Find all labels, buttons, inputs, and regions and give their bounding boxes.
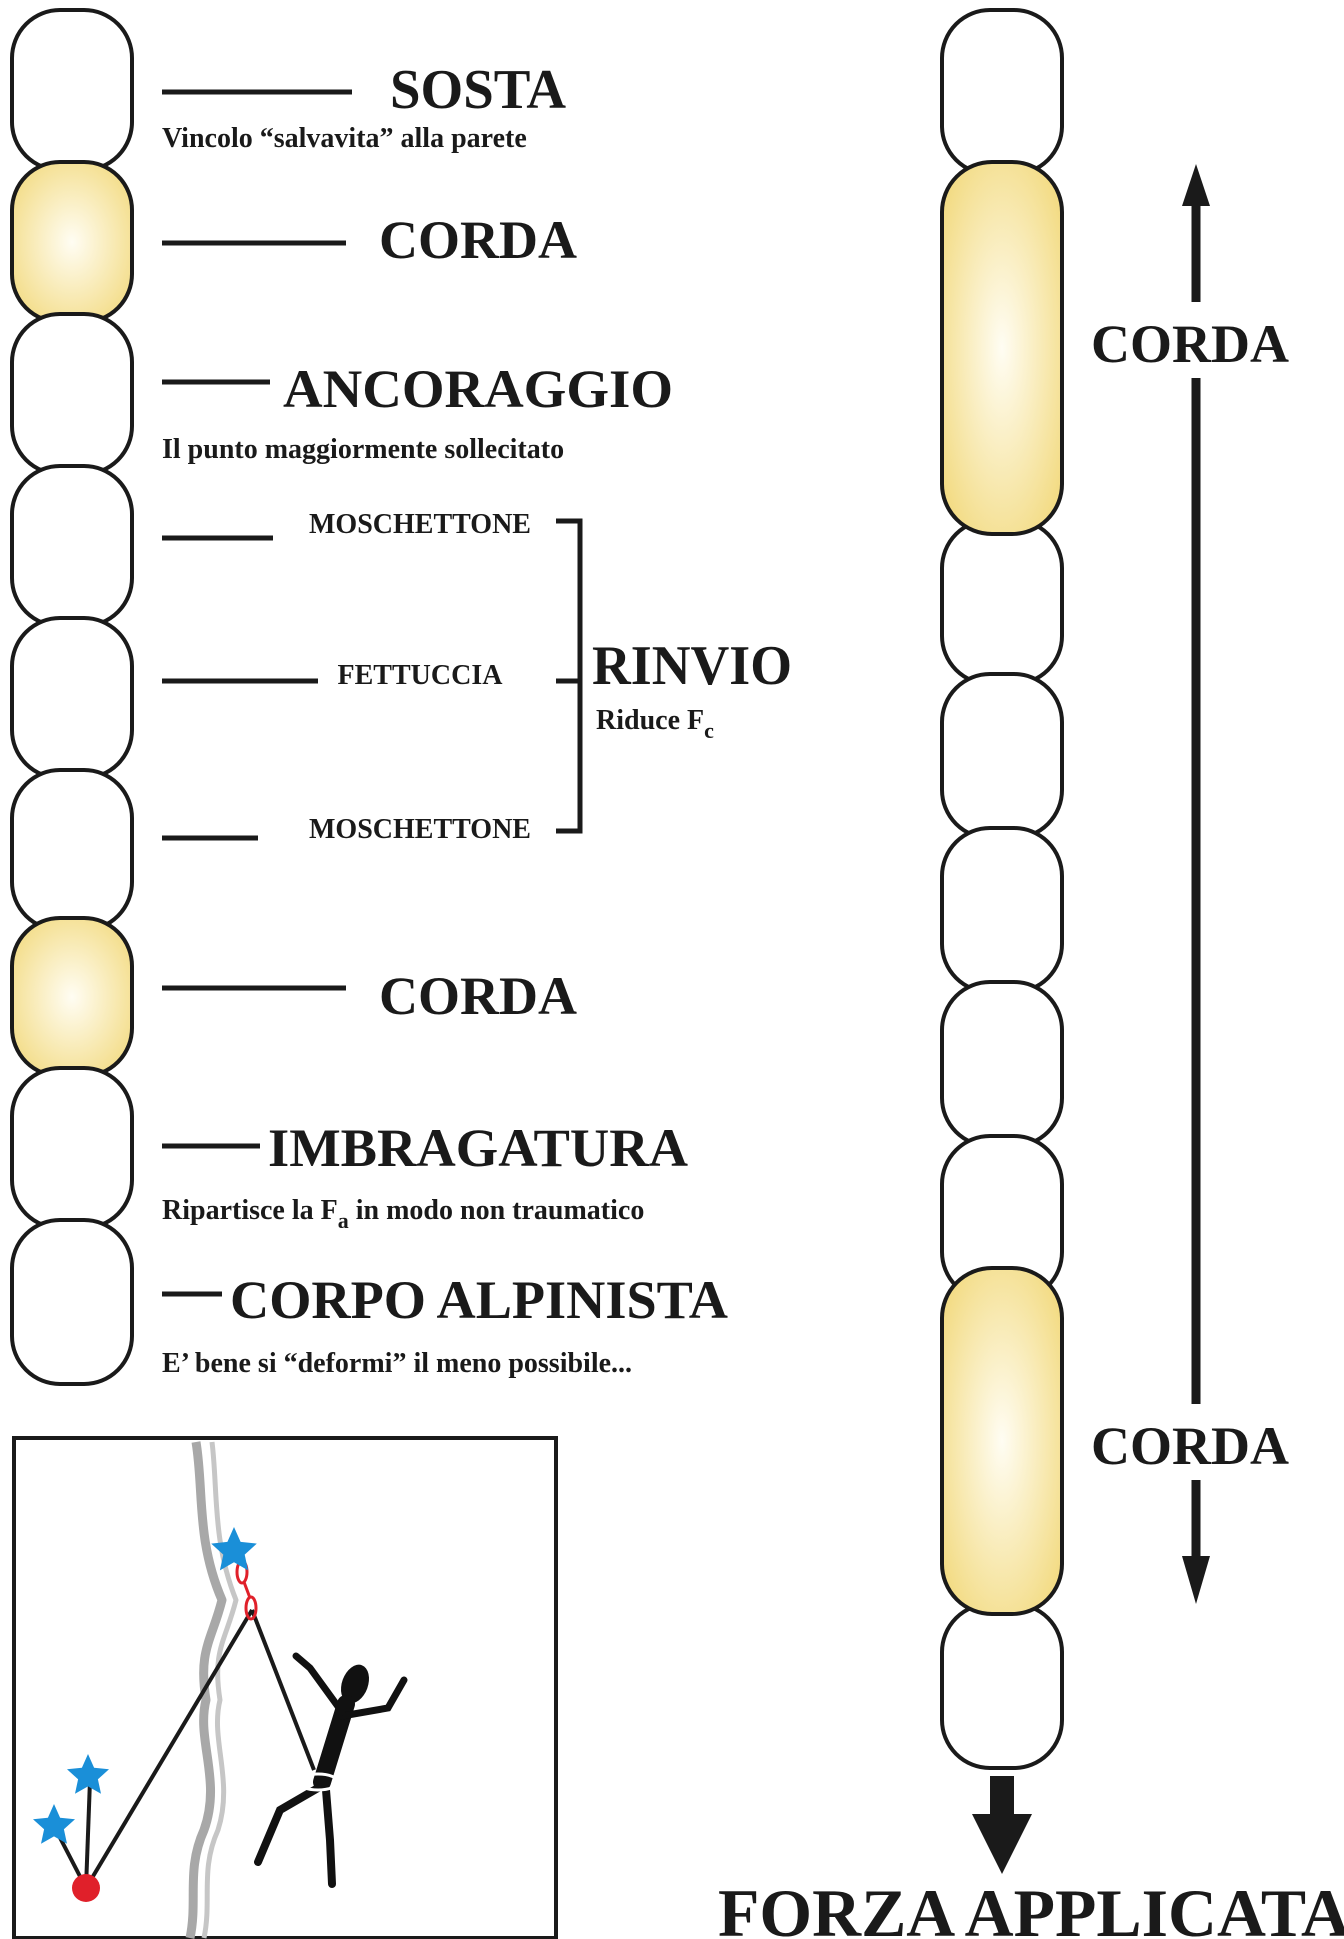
label-corda-right-bottom: CORDA <box>1091 1416 1289 1476</box>
inset-frame <box>12 1436 558 1939</box>
chain-link <box>940 518 1064 686</box>
chain-link <box>10 312 134 476</box>
label-moschettone-top: MOSCHETTONE <box>309 509 531 540</box>
chain-link <box>10 464 134 628</box>
label-imbragatura: IMBRAGATURA <box>268 1118 688 1178</box>
rope-link <box>940 1266 1064 1616</box>
label-rinvio: RINVIO <box>592 635 792 697</box>
chain-link <box>10 616 134 780</box>
chain-link <box>940 672 1064 840</box>
climbing-inset <box>12 1436 558 1939</box>
label-fettuccia: FETTUCCIA <box>338 660 504 691</box>
arrow-down-head <box>1182 1556 1210 1604</box>
label-forza-applicata: FORZA APPLICATA <box>718 1875 1344 1939</box>
rope-link <box>10 160 134 324</box>
rinvio-bracket <box>556 518 583 834</box>
star-icon <box>33 1804 75 1844</box>
rope-length-arrow <box>1182 164 1210 1604</box>
chain-link <box>10 1066 134 1230</box>
label-corda-right-top: CORDA <box>1091 314 1289 374</box>
right-chain <box>940 8 1064 1770</box>
chain-link <box>10 768 134 932</box>
chain-link <box>940 1602 1064 1770</box>
label-ancoraggio: ANCORAGGIO <box>283 359 673 419</box>
label-ancoraggio-desc: Il punto maggiormente sollecitato <box>162 434 564 465</box>
arrow-up-head <box>1182 164 1210 206</box>
label-corpo-alpinista: CORPO ALPINISTA <box>230 1270 728 1330</box>
force-arrow-icon <box>972 1776 1032 1874</box>
star-icon <box>211 1527 257 1571</box>
label-corda-bottom: CORDA <box>379 966 577 1026</box>
label-moschettone-bottom: MOSCHETTONE <box>309 814 531 845</box>
chain-link <box>10 8 134 172</box>
rope-link <box>10 916 134 1078</box>
star-icon <box>67 1754 109 1794</box>
label-corpo-desc: E’ bene si “deformi” il meno possibile..… <box>162 1348 632 1379</box>
chain-link <box>940 980 1064 1148</box>
label-sosta: SOSTA <box>390 59 567 121</box>
rope-link <box>940 160 1064 536</box>
label-imbragatura-desc: Ripartisce la Fa in modo non traumatico <box>162 1195 644 1233</box>
leader-lines <box>162 89 352 1297</box>
chain-link <box>10 1218 134 1386</box>
rock-crack <box>185 1441 239 1939</box>
left-chain <box>10 8 134 1386</box>
chain-link <box>940 826 1064 994</box>
label-rinvio-desc: Riduce Fc <box>596 705 714 743</box>
label-sosta-desc: Vincolo “salvavita” alla parete <box>162 123 527 154</box>
label-corda-top: CORDA <box>379 210 577 270</box>
belay-dot-icon <box>72 1874 100 1902</box>
climber-icon <box>254 1652 408 1888</box>
chain-link <box>940 8 1064 176</box>
